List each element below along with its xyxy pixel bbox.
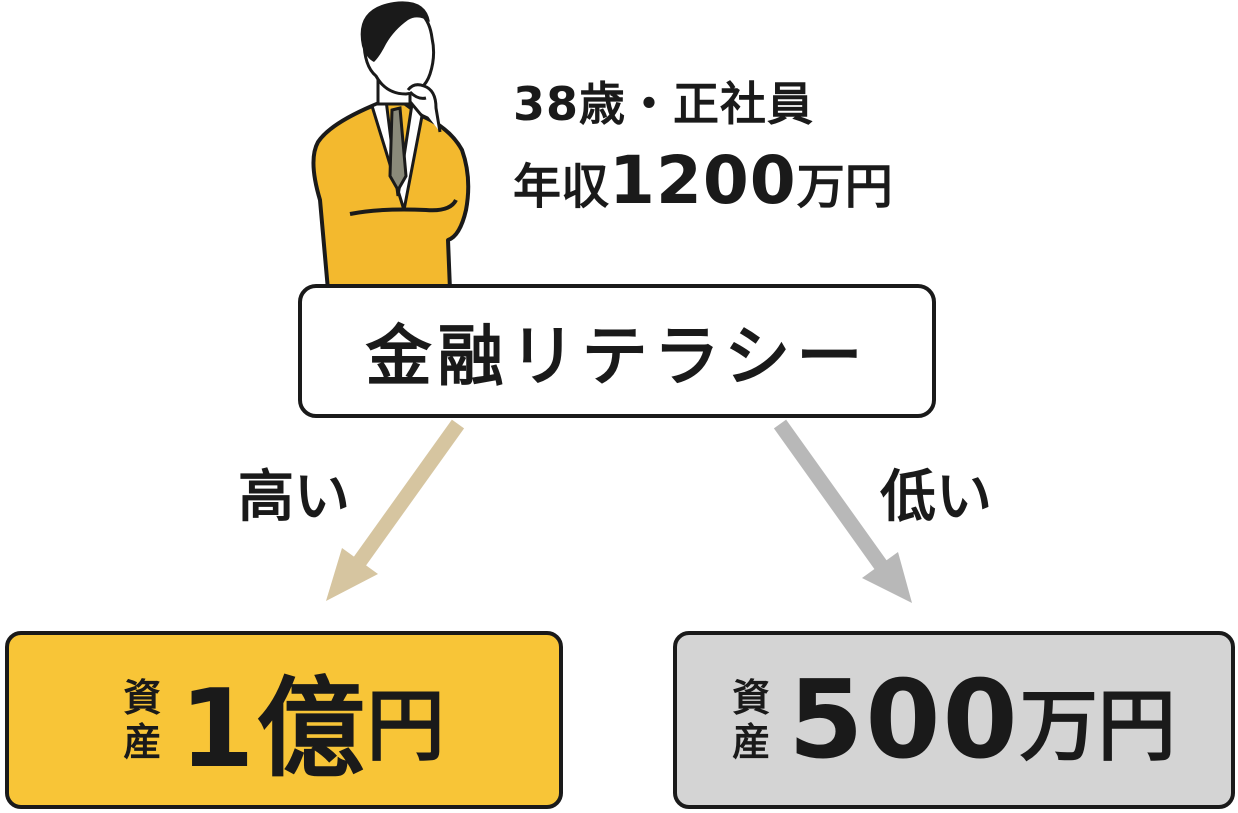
- branch-label-low: 低い: [880, 465, 992, 530]
- asset-amount-low: 500: [788, 657, 1020, 783]
- asset-unit-low: 万円: [1019, 682, 1176, 772]
- income-number: 1200: [609, 142, 797, 219]
- asset-char-1: 資: [123, 676, 162, 720]
- financial-literacy-label: 金融リテラシー: [365, 318, 869, 395]
- income-suffix: 万円: [796, 159, 893, 215]
- arrow-high: [326, 419, 465, 601]
- branch-label-high: 高い: [238, 465, 350, 530]
- financial-literacy-box: 金融リテラシー: [298, 284, 936, 418]
- asset-char-2: 産: [123, 720, 162, 764]
- asset-amount-high: 1億: [179, 667, 367, 792]
- arrow-low: [773, 419, 912, 603]
- profile-age-status: 38歳・正社員: [513, 77, 815, 131]
- asset-label: 資 産: [732, 676, 770, 764]
- asset-unit-high: 円: [366, 682, 445, 772]
- result-box-high: 資 産 1億円: [5, 631, 563, 809]
- income-prefix: 年収: [513, 159, 610, 215]
- profile-income: 年収1200万円: [513, 142, 893, 219]
- asset-char-1: 資: [732, 676, 771, 720]
- asset-char-2: 産: [732, 720, 771, 764]
- asset-label: 資 産: [123, 676, 161, 764]
- businessman-thinking-icon: [311, 1, 471, 290]
